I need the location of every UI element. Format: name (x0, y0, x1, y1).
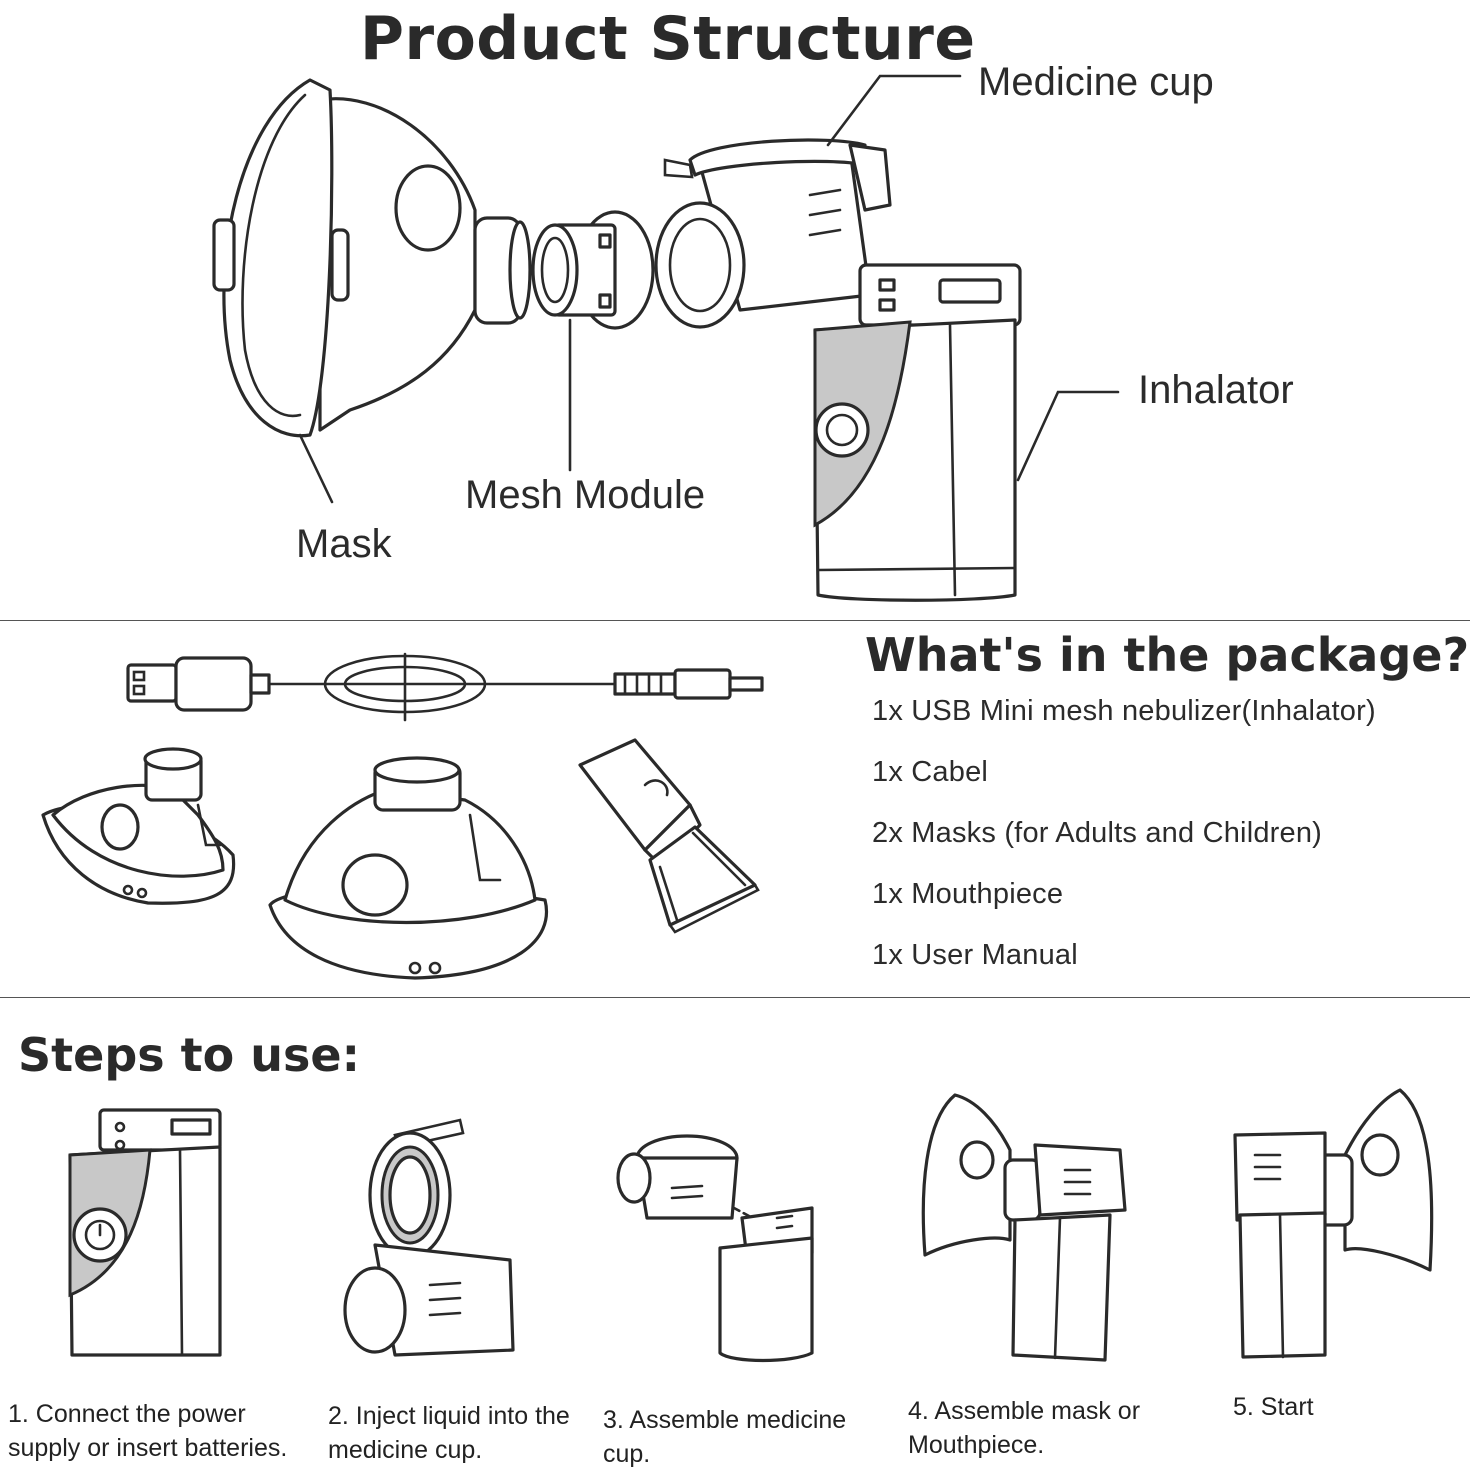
medicine-cup-illustration (654, 138, 892, 329)
step-1-text: 1. Connect the power supply or insert ba… (8, 1400, 288, 1462)
step-3-text: 3. Assemble medicine cup. (603, 1406, 847, 1468)
small-mask-illustration (41, 747, 236, 905)
package-item-manual: 1x User Manual (872, 939, 1078, 971)
package-item-mouthpiece: 1x Mouthpiece (872, 878, 1064, 910)
step-4-device-illustration (921, 1093, 1127, 1362)
step-4-text: 4. Assemble mask or Mouthpiece. (908, 1397, 1141, 1459)
step-5-device-illustration (1233, 1088, 1434, 1359)
package-item-masks: 2x Masks (for Adults and Children) (872, 817, 1323, 849)
inhalator-illustration (813, 263, 1022, 602)
mask-illustration (212, 78, 532, 438)
label-mask: Mask (296, 522, 392, 566)
step-2-text: 2. Inject liquid into the medicine cup. (328, 1402, 570, 1464)
package-item-cable: 1x Cabel (872, 756, 989, 788)
mouthpiece-illustration (578, 738, 760, 934)
label-inhalator: Inhalator (1138, 368, 1294, 412)
step-5-text: 5. Start (1233, 1393, 1314, 1421)
usb-cable-illustration (126, 652, 764, 722)
step-2-device-illustration (343, 1118, 515, 1357)
label-mesh-module: Mesh Module (465, 473, 706, 517)
package-title: What's in the package? (865, 628, 1470, 682)
structure-title: Product Structure (360, 4, 976, 74)
divider-bottom (0, 997, 1470, 998)
mesh-module-illustration (531, 210, 655, 330)
step-1-device-illustration (68, 1108, 222, 1357)
large-mask-illustration (268, 756, 548, 980)
label-medicine-cup: Medicine cup (978, 60, 1214, 104)
package-item-inhalator: 1x USB Mini mesh nebulizer(Inhalator) (872, 695, 1376, 727)
divider-top (0, 620, 1470, 621)
step-3-device-illustration (616, 1134, 814, 1363)
steps-title: Steps to use: (18, 1028, 360, 1082)
structure-leader-lines (298, 74, 1120, 504)
